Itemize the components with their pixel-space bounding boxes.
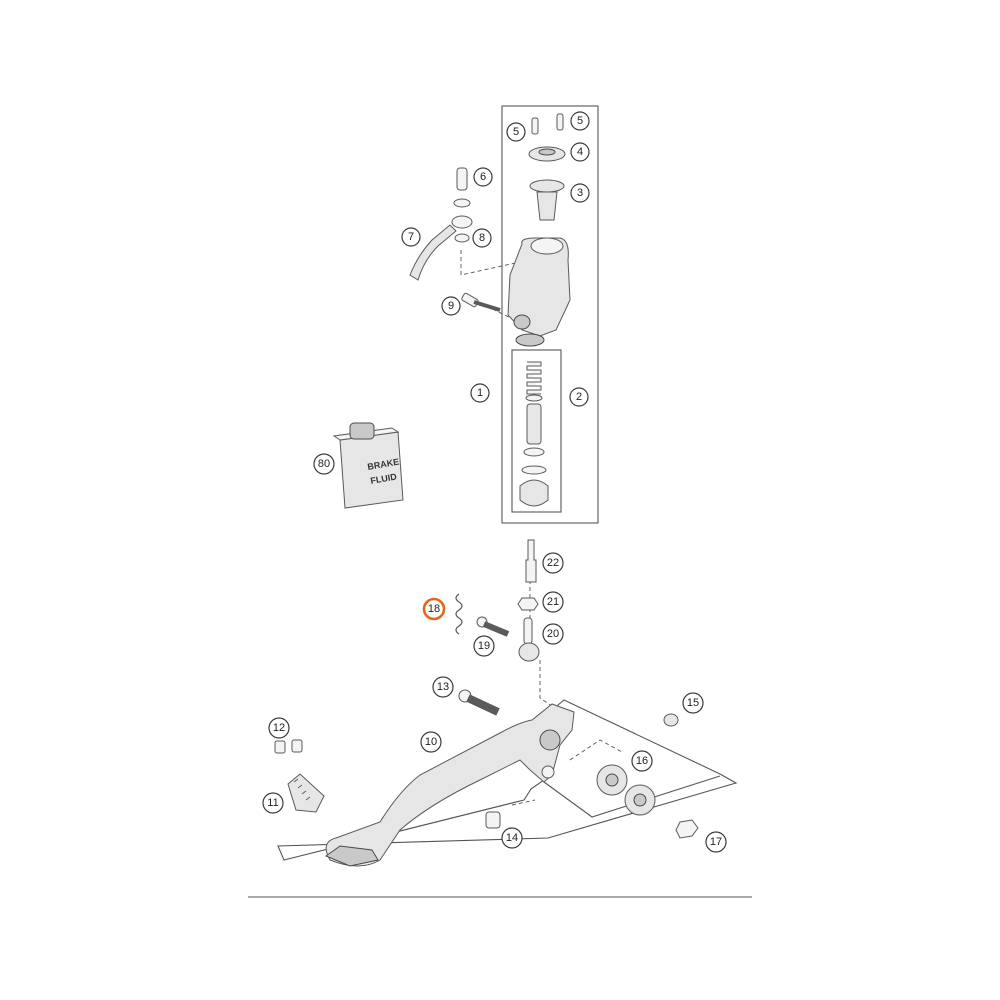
callout-22[interactable]: 22: [542, 552, 564, 574]
callout-3-label: 3: [577, 187, 583, 199]
callout-11[interactable]: 11: [262, 792, 284, 814]
pivot-bolt-part: [458, 689, 500, 716]
bushing-part: [274, 739, 303, 754]
reservoir-cap-part: [528, 146, 566, 162]
master-cylinder-frame: [501, 105, 599, 524]
callout-80[interactable]: 80: [313, 453, 335, 475]
callout-21[interactable]: 21: [542, 591, 564, 613]
callout-5a-label: 5: [513, 126, 519, 138]
flange-nut-part: [675, 819, 699, 839]
nut-part: [517, 597, 539, 611]
callout-12[interactable]: 12: [268, 717, 290, 739]
master-cylinder-body: [507, 237, 571, 347]
callout-18-label: 18: [428, 603, 440, 615]
dust-cap-part: [663, 713, 679, 727]
callout-22-label: 22: [547, 557, 559, 569]
callout-18-highlighted[interactable]: 18: [422, 597, 446, 621]
callout-17[interactable]: 17: [705, 831, 727, 853]
leader-brake-line: [460, 250, 521, 276]
callout-13-label: 13: [437, 681, 449, 693]
callout-8[interactable]: 8: [472, 228, 492, 248]
callout-21-label: 21: [547, 596, 559, 608]
callout-7-label: 7: [408, 231, 414, 243]
callout-19-label: 19: [478, 640, 490, 652]
callout-7[interactable]: 7: [401, 227, 421, 247]
callout-9[interactable]: 9: [441, 296, 461, 316]
clevis-part: [518, 617, 540, 662]
callout-20-label: 20: [547, 628, 559, 640]
callout-1[interactable]: 1: [470, 383, 490, 403]
leader-bearing: [569, 739, 623, 761]
callout-3[interactable]: 3: [570, 183, 590, 203]
callout-6[interactable]: 6: [473, 167, 493, 187]
leader-sleeve: [511, 799, 536, 806]
callout-15-label: 15: [687, 697, 699, 709]
pedal-tip-part: [287, 773, 325, 813]
callout-4[interactable]: 4: [570, 142, 590, 162]
callout-10-label: 10: [425, 736, 437, 748]
callout-80-label: 80: [318, 458, 330, 470]
bearing-part: [596, 764, 656, 816]
brake-pedal-part: [324, 703, 575, 867]
pin-part: [476, 616, 510, 637]
callout-12-label: 12: [273, 722, 285, 734]
callout-13[interactable]: 13: [432, 676, 454, 698]
callout-14[interactable]: 14: [501, 827, 523, 849]
piston-kit-frame: [511, 349, 562, 513]
callout-17-label: 17: [710, 836, 722, 848]
callout-2[interactable]: 2: [569, 387, 589, 407]
callout-8-label: 8: [479, 232, 485, 244]
diaphragm-part: [529, 179, 565, 221]
callout-10[interactable]: 10: [420, 731, 442, 753]
leader-pivot: [539, 660, 559, 711]
callout-2-label: 2: [576, 391, 582, 403]
brake-fluid-can: BRAKE FLUID: [332, 422, 404, 509]
spring-part: [455, 593, 463, 635]
screw-part: [531, 113, 564, 135]
brake-line-part: [409, 215, 473, 281]
callout-11-label: 11: [267, 797, 278, 809]
washer-part: [454, 233, 470, 243]
banjo-bolt-part: [453, 167, 471, 208]
callout-1-label: 1: [477, 387, 483, 399]
callout-5b-label: 5: [577, 115, 583, 127]
callout-9-label: 9: [448, 300, 454, 312]
piston-kit-part: [519, 361, 549, 507]
callout-4-label: 4: [577, 146, 583, 158]
can-label-line2: FLUID: [370, 471, 398, 486]
callout-16-label: 16: [636, 755, 648, 767]
callout-20[interactable]: 20: [542, 623, 564, 645]
callout-15[interactable]: 15: [682, 692, 704, 714]
callout-5a[interactable]: 5: [506, 122, 526, 142]
bolt-part: [461, 292, 501, 312]
callout-6-label: 6: [480, 171, 486, 183]
bearing-group-outline: [543, 775, 721, 818]
push-rod-part: [525, 539, 537, 583]
sleeve-part: [485, 811, 501, 829]
callout-14-label: 14: [506, 832, 518, 844]
callout-16[interactable]: 16: [631, 750, 653, 772]
callout-5b[interactable]: 5: [570, 111, 590, 131]
callout-19[interactable]: 19: [473, 635, 495, 657]
